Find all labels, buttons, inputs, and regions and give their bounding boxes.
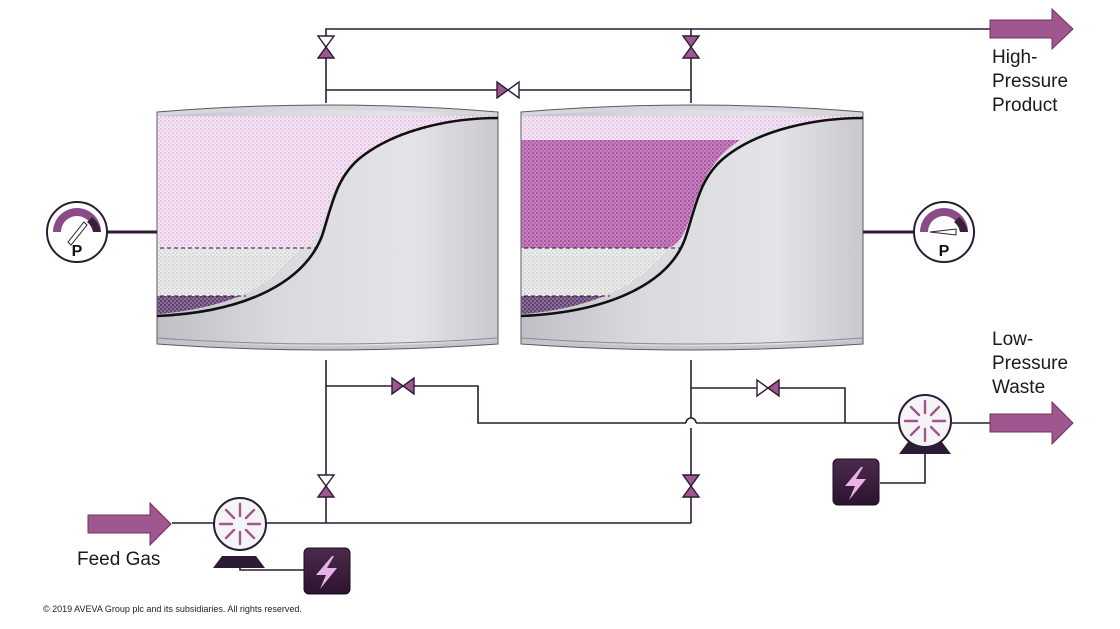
valve-top-right[interactable] <box>681 35 701 59</box>
copyright-notice: © 2019 AVEVA Group plc and its subsidiar… <box>43 604 302 614</box>
label-low-pressure-waste: Low- Pressure Waste <box>992 328 1068 400</box>
label-line: Pressure <box>992 353 1069 374</box>
label-line: Waste <box>992 377 1046 398</box>
label-line: High- <box>992 47 1038 68</box>
label-line: Pressure <box>992 71 1069 92</box>
gauge-left-symbol: P <box>72 243 83 260</box>
flow-arrow-icon <box>989 7 1074 51</box>
valve-purge-right[interactable] <box>756 378 780 398</box>
valve-purge-left[interactable] <box>391 376 415 396</box>
compressor-vanes-icon <box>218 502 262 546</box>
label-line: Low- <box>992 329 1034 350</box>
valve-feed-right[interactable] <box>681 474 701 498</box>
adsorber-vessel-left <box>156 104 499 351</box>
gauge-right-symbol: P <box>939 243 950 260</box>
label-line: Product <box>992 95 1058 116</box>
compressor-feed[interactable] <box>213 497 267 568</box>
adsorber-vessel-right <box>520 104 864 351</box>
label-high-pressure-product: High- Pressure Product <box>992 46 1068 118</box>
compressor-waste[interactable] <box>898 394 952 454</box>
flow-arrow-icon <box>989 400 1074 446</box>
pressure-gauge-right: P <box>863 201 975 263</box>
valve-equalization[interactable] <box>496 80 520 100</box>
label-feed-gas: Feed Gas <box>77 549 161 570</box>
electric-bolt-icon <box>303 547 351 595</box>
electric-bolt-icon <box>832 458 880 506</box>
valve-feed-left[interactable] <box>316 474 336 498</box>
compressor-vanes-icon <box>903 399 947 443</box>
pressure-gauge-left: P <box>46 201 157 263</box>
flow-arrow-icon <box>87 501 172 547</box>
valve-top-left[interactable] <box>316 35 336 59</box>
